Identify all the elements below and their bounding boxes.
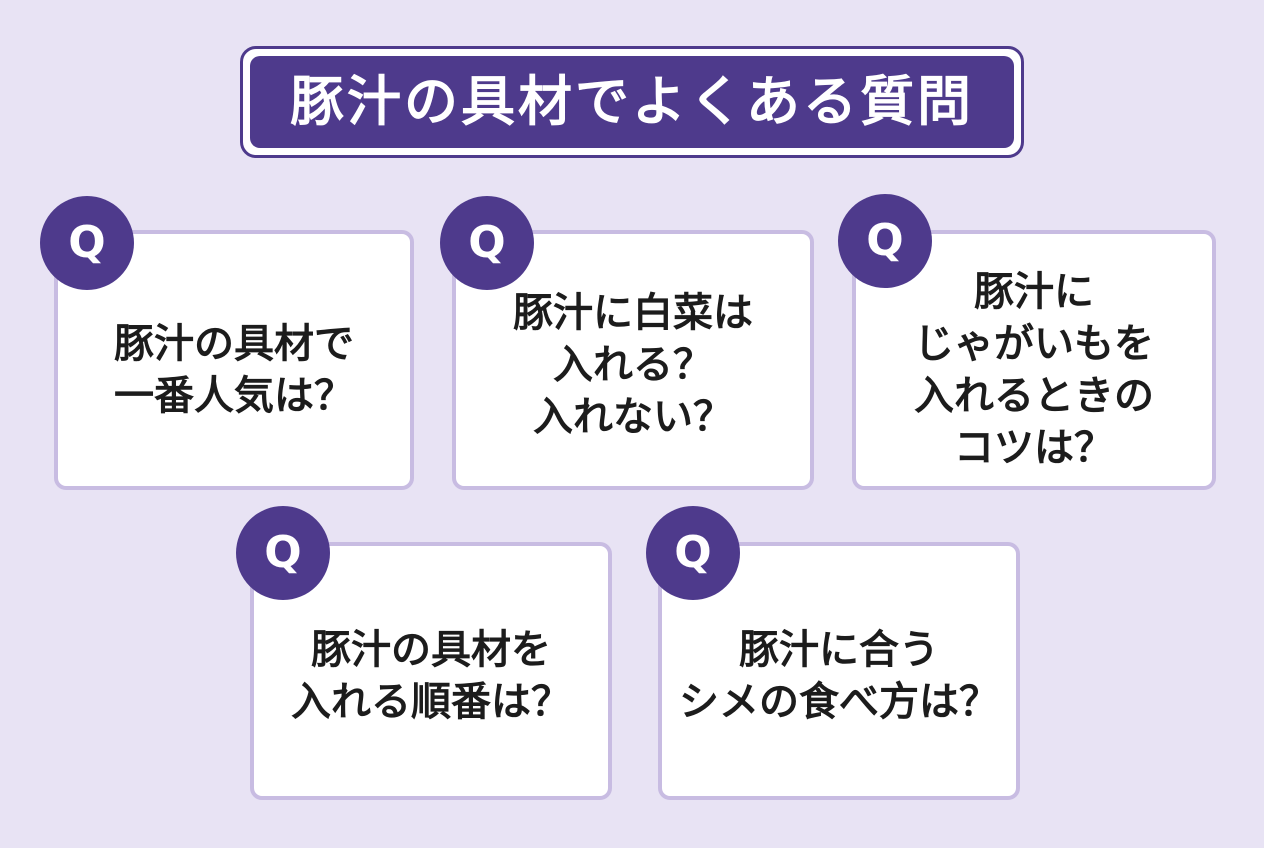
- question-text-3: 豚汁に じゃがいもを 入れるときの コツは？: [914, 269, 1154, 471]
- q-badge-icon-3: Q: [838, 194, 932, 288]
- question-card-1[interactable]: 豚汁の具材で 一番人気は？: [54, 230, 414, 490]
- q-badge-icon-5: Q: [646, 506, 740, 600]
- question-card-2[interactable]: 豚汁に白菜は 入れる？ 入れない？: [452, 230, 814, 490]
- question-text-5: 豚汁に合う シメの食べ方は？: [679, 627, 999, 725]
- question-card-3[interactable]: 豚汁に じゃがいもを 入れるときの コツは？: [852, 230, 1216, 490]
- title-banner-inner: 豚汁の具材でよくある質問: [250, 56, 1014, 148]
- q-badge-icon-1: Q: [40, 196, 134, 290]
- question-text-1: 豚汁の具材で 一番人気は？: [114, 321, 354, 419]
- title-banner: 豚汁の具材でよくある質問: [240, 46, 1024, 158]
- question-text-4: 豚汁の具材を 入れる順番は？: [291, 627, 571, 725]
- q-badge-icon-2: Q: [440, 196, 534, 290]
- question-text-2: 豚汁に白菜は 入れる？ 入れない？: [513, 290, 753, 440]
- q-badge-icon-4: Q: [236, 506, 330, 600]
- page-title: 豚汁の具材でよくある質問: [290, 70, 974, 133]
